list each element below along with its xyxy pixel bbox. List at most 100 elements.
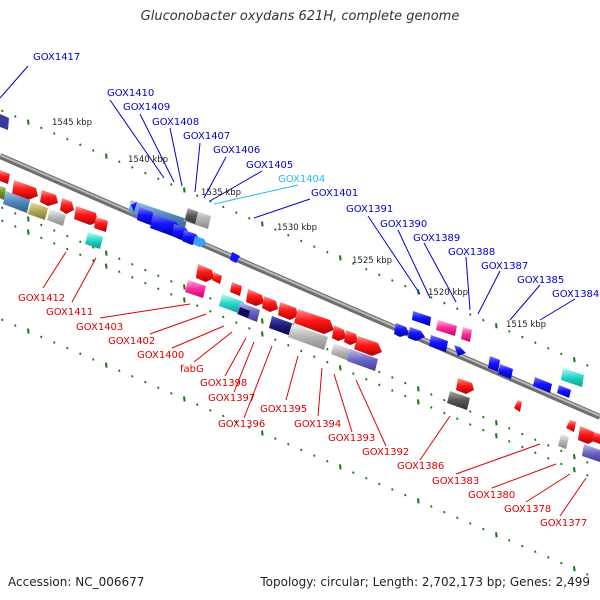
gene-gox1411[interactable] xyxy=(94,217,108,232)
gene-left-grey[interactable] xyxy=(47,209,66,226)
gene-gox1403[interactable] xyxy=(185,280,206,298)
gene-label[interactable]: GOX1380 xyxy=(468,490,515,501)
leader-gox1394 xyxy=(317,367,323,417)
gene-slate-right[interactable] xyxy=(582,444,600,462)
gene-label[interactable]: GOX1400 xyxy=(137,350,184,361)
gene-label[interactable]: GOX1402 xyxy=(108,336,155,347)
gene-cyan-mid[interactable] xyxy=(219,294,244,314)
gene-label[interactable]: GOX1404 xyxy=(278,174,325,185)
gene-label[interactable]: GOX1397 xyxy=(208,393,255,404)
gene-label[interactable]: GOX1393 xyxy=(328,433,375,444)
gene-grey-right[interactable] xyxy=(558,434,569,449)
tick-major xyxy=(183,396,186,402)
gene-label[interactable]: GOX1417 xyxy=(33,52,80,63)
gene-left-cyan[interactable] xyxy=(85,232,103,249)
gene-gox1392[interactable] xyxy=(347,349,378,371)
gene-label[interactable]: GOX1392 xyxy=(362,447,409,458)
gene-small-forward-2[interactable] xyxy=(230,252,240,263)
gene-gox1384[interactable] xyxy=(533,377,552,393)
gene-label[interactable]: GOX1396 xyxy=(218,419,265,430)
gene-gox1391[interactable] xyxy=(412,311,431,326)
gene-gox1383[interactable] xyxy=(514,400,522,412)
gene-gox1387[interactable] xyxy=(429,335,448,352)
gene-gox1389[interactable] xyxy=(436,320,457,336)
gene-gox1401[interactable] xyxy=(193,236,207,247)
gene-label[interactable]: GOX1403 xyxy=(76,322,123,333)
tick-minor xyxy=(53,242,56,245)
gene-label[interactable]: GOX1408 xyxy=(152,117,199,128)
gene-gox1386-fwd[interactable] xyxy=(488,356,500,372)
gene-navy-small[interactable] xyxy=(238,307,250,318)
gene-gox1417[interactable] xyxy=(0,114,9,130)
gene-left-steel[interactable] xyxy=(3,191,30,213)
gene-left-red-3[interactable] xyxy=(40,190,58,206)
gene-gox1396[interactable] xyxy=(269,316,294,336)
gene-label[interactable]: GOX1409 xyxy=(123,102,170,113)
gene-label[interactable]: GOX1386 xyxy=(397,461,444,472)
gene-gox1412[interactable] xyxy=(74,206,98,225)
gene-label[interactable]: GOX1383 xyxy=(432,476,479,487)
gene-label[interactable]: GOX1388 xyxy=(448,247,495,258)
gene-label[interactable]: GOX1390 xyxy=(380,219,427,230)
tick-major xyxy=(183,284,186,290)
gene-left-red-2[interactable] xyxy=(12,180,38,200)
gene-gox1386[interactable] xyxy=(456,378,474,394)
gene-label[interactable]: GOX1384 xyxy=(552,289,599,300)
gene-gox1397[interactable] xyxy=(294,309,334,334)
gene-gox1380[interactable] xyxy=(566,420,576,432)
gene-label[interactable]: GOX1398 xyxy=(200,378,247,389)
gene-label[interactable]: GOX1389 xyxy=(413,233,460,244)
gene-gox1402[interactable] xyxy=(230,282,242,296)
gene-gox1388[interactable] xyxy=(461,327,472,342)
gene-left-olive[interactable] xyxy=(28,202,48,220)
gene-gox1378[interactable] xyxy=(578,426,596,444)
tick-minor xyxy=(430,406,433,409)
gene-gox1407[interactable] xyxy=(185,208,198,224)
gene-left-green[interactable] xyxy=(0,186,6,200)
gene-label[interactable]: GOX1405 xyxy=(246,160,293,171)
gene-gox1387b[interactable] xyxy=(454,345,466,356)
gene-gox1393[interactable] xyxy=(354,336,382,356)
tick-major xyxy=(105,250,108,256)
gene-label[interactable]: GOX1377 xyxy=(540,518,587,529)
gene-left-red-4[interactable] xyxy=(60,198,74,214)
gene-label[interactable]: GOX1387 xyxy=(481,261,528,272)
gene-label[interactable]: GOX1401 xyxy=(311,188,358,199)
leader-gox1386 xyxy=(419,415,451,461)
tick-minor xyxy=(300,448,303,452)
gene-label[interactable]: GOX1410 xyxy=(107,88,154,99)
forward-leader-lines xyxy=(0,65,576,321)
gene-fabG[interactable] xyxy=(262,296,278,312)
gene-gox1385[interactable] xyxy=(498,364,513,379)
gene-label[interactable]: GOX1385 xyxy=(517,275,564,286)
gene-gox1377[interactable] xyxy=(592,432,600,444)
gene-gox1393-a[interactable] xyxy=(344,330,358,345)
reverse-strand-genes xyxy=(0,170,600,462)
gene-gox1403-a[interactable] xyxy=(196,264,214,282)
gene-gox1394[interactable] xyxy=(332,325,346,341)
gene-label[interactable]: GOX1394 xyxy=(294,419,341,430)
gene-gox1389-part[interactable] xyxy=(408,327,425,341)
gene-gox1390[interactable] xyxy=(394,323,409,337)
gene-label[interactable]: GOX1411 xyxy=(46,307,93,318)
gene-label[interactable]: GOX1378 xyxy=(504,504,551,515)
gene-forward-end[interactable] xyxy=(557,385,571,398)
gene-gox1392-grey[interactable] xyxy=(331,343,352,361)
gene-small-forward-1[interactable] xyxy=(131,202,137,212)
gene-label[interactable]: GOX1391 xyxy=(346,204,393,215)
gene-label[interactable]: GOX1407 xyxy=(183,131,230,142)
gene-gox1403-b[interactable] xyxy=(212,272,222,284)
gene-label[interactable]: GOX1406 xyxy=(213,145,260,156)
gene-left-red-1[interactable] xyxy=(0,170,10,184)
leader-gox1412 xyxy=(42,251,67,289)
tick-minor xyxy=(326,347,329,351)
gene-label[interactable]: GOX1412 xyxy=(18,293,65,304)
gene-gox1400[interactable] xyxy=(246,289,264,306)
gene-label[interactable]: fabG xyxy=(180,364,204,375)
gene-forward-cyan[interactable] xyxy=(561,368,584,387)
tick-minor xyxy=(365,476,368,480)
gene-gox1398[interactable] xyxy=(278,302,298,320)
gene-label[interactable]: GOX1395 xyxy=(260,404,307,415)
gene-gox1386-dark[interactable] xyxy=(447,391,470,410)
gene-gox1395[interactable] xyxy=(288,324,328,350)
